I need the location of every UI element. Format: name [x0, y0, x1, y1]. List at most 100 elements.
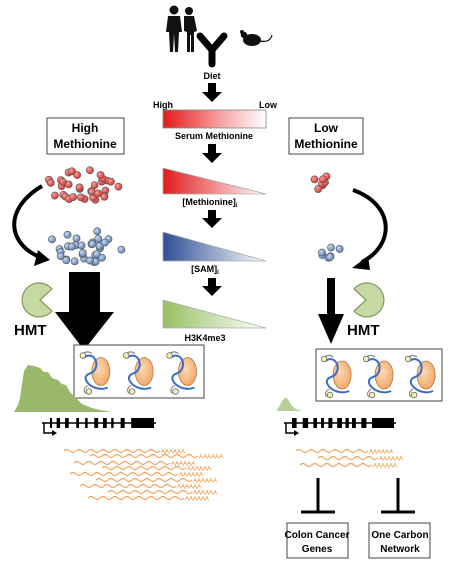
exon — [328, 418, 333, 428]
exon — [120, 418, 125, 428]
sam-molecule — [62, 256, 71, 265]
curved-arrow-left — [12, 184, 44, 260]
nucleosome-icon — [166, 351, 197, 395]
polya-tail: AAAAAA — [187, 467, 211, 473]
low-methionine-box — [288, 117, 364, 155]
sam-molecule — [63, 230, 72, 239]
methionine-molecule — [58, 177, 67, 186]
sam-molecule — [70, 257, 79, 266]
exon — [302, 418, 309, 428]
outcome-onecarbon-line1: One Carbon — [371, 530, 428, 541]
nucleosome-icon — [363, 354, 394, 399]
sam-molecule — [77, 241, 86, 250]
exon — [65, 418, 69, 428]
down-arrow-3 — [202, 210, 222, 228]
sam-molecule — [88, 240, 97, 248]
methionine-molecule — [86, 166, 94, 175]
sam-molecule — [94, 234, 103, 243]
polya-tail: AAAAAA — [177, 485, 201, 491]
methionine-pool-high — [45, 166, 123, 204]
hmt-enzyme-icon-left — [21, 282, 53, 318]
h3k4me3-wedge — [162, 299, 267, 329]
methionine-molecule — [314, 185, 323, 193]
polya-tail: AAAAAA — [161, 450, 185, 456]
sam-label: [SAM]i — [191, 264, 219, 276]
methionine-wedge — [162, 167, 267, 195]
exon — [85, 418, 88, 428]
polya-tail: AAAAAA — [373, 464, 397, 470]
hmt-enzyme-icon-right — [353, 282, 385, 318]
scale-high-label: High — [153, 100, 173, 110]
methionine-molecule — [107, 177, 115, 186]
serum-gradient-bar — [162, 109, 267, 129]
sam-molecule — [67, 242, 76, 251]
methionine-molecule — [46, 178, 55, 187]
scale-low-label: Low — [259, 100, 278, 110]
serum-label: Serum Methionine — [175, 131, 253, 141]
mrna-transcript: AAAAAA — [63, 448, 185, 456]
sam-pool-low — [318, 243, 344, 262]
methionine-label: [Methionine]i — [182, 197, 238, 209]
exon — [345, 418, 349, 428]
nucleosome-icon — [79, 351, 111, 395]
polya-tail: AAAAAA — [179, 473, 203, 479]
h3k4me3-peak-low — [276, 397, 302, 411]
curved-arrowhead-left — [34, 250, 50, 266]
sam-molecule — [101, 238, 109, 247]
curved-arrowhead-right — [352, 256, 370, 270]
exon — [50, 418, 53, 428]
high-methionine-box — [46, 117, 125, 155]
methionine-molecule — [93, 189, 102, 198]
exon — [352, 418, 356, 428]
sam-molecule — [326, 253, 335, 262]
inhibition-one-carbon — [381, 478, 415, 514]
sam-molecule — [93, 250, 101, 259]
exon — [56, 418, 61, 428]
tss-arrow — [43, 423, 52, 434]
polya-tail: AAAAAA — [171, 462, 195, 468]
polya-tail: AAAAAA — [199, 455, 223, 461]
polya-tail: AAAAAA — [379, 457, 403, 463]
methionine-molecule — [75, 183, 84, 192]
outcome-colon-line2: Genes — [302, 544, 333, 555]
outcome-colon-line1: Colon Cancer — [284, 530, 349, 541]
methionine-molecule — [90, 181, 99, 190]
exon — [94, 418, 99, 428]
tss-arrow — [285, 423, 294, 434]
sam-pool-high — [48, 227, 126, 267]
down-arrow-2 — [202, 144, 222, 163]
outcome-onecarbon-line2: Network — [380, 544, 420, 555]
exon — [361, 418, 367, 428]
diet-label: Diet — [203, 71, 220, 81]
big-arrow-high — [55, 272, 114, 350]
methionine-molecule — [73, 171, 82, 179]
low-box-line1: Low — [314, 121, 339, 135]
sam-molecule — [335, 245, 344, 253]
mrna-transcript: AAAAAA — [69, 471, 203, 479]
hmt-label-right: HMT — [347, 322, 380, 339]
down-arrow-1 — [202, 83, 222, 102]
methionine-molecule — [51, 191, 59, 200]
outcome-one-carbon-box — [368, 522, 431, 559]
inhibition-colon-cancer — [301, 478, 335, 514]
exon — [313, 418, 317, 428]
h3k4me3-label: H3K4me3 — [184, 333, 225, 343]
methionine-molecule — [96, 171, 105, 179]
sam-molecule — [117, 245, 126, 254]
sam-molecule — [48, 235, 56, 244]
mouse-icon — [240, 30, 273, 46]
methionine-pool-low — [310, 172, 331, 193]
nucleosomes-left — [79, 351, 197, 395]
low-box-line2: Methionine — [294, 137, 358, 151]
outcome-colon-cancer-box — [286, 522, 349, 559]
methionine-molecule — [100, 192, 109, 201]
nucleosome-icon — [405, 354, 436, 399]
methionine-molecule — [319, 175, 327, 184]
methionine-molecule — [77, 193, 85, 202]
sam-wedge — [162, 231, 267, 262]
nucleosomes-right — [321, 354, 436, 399]
curved-arrow-right — [352, 188, 388, 264]
nucleosome-icon — [321, 354, 352, 399]
